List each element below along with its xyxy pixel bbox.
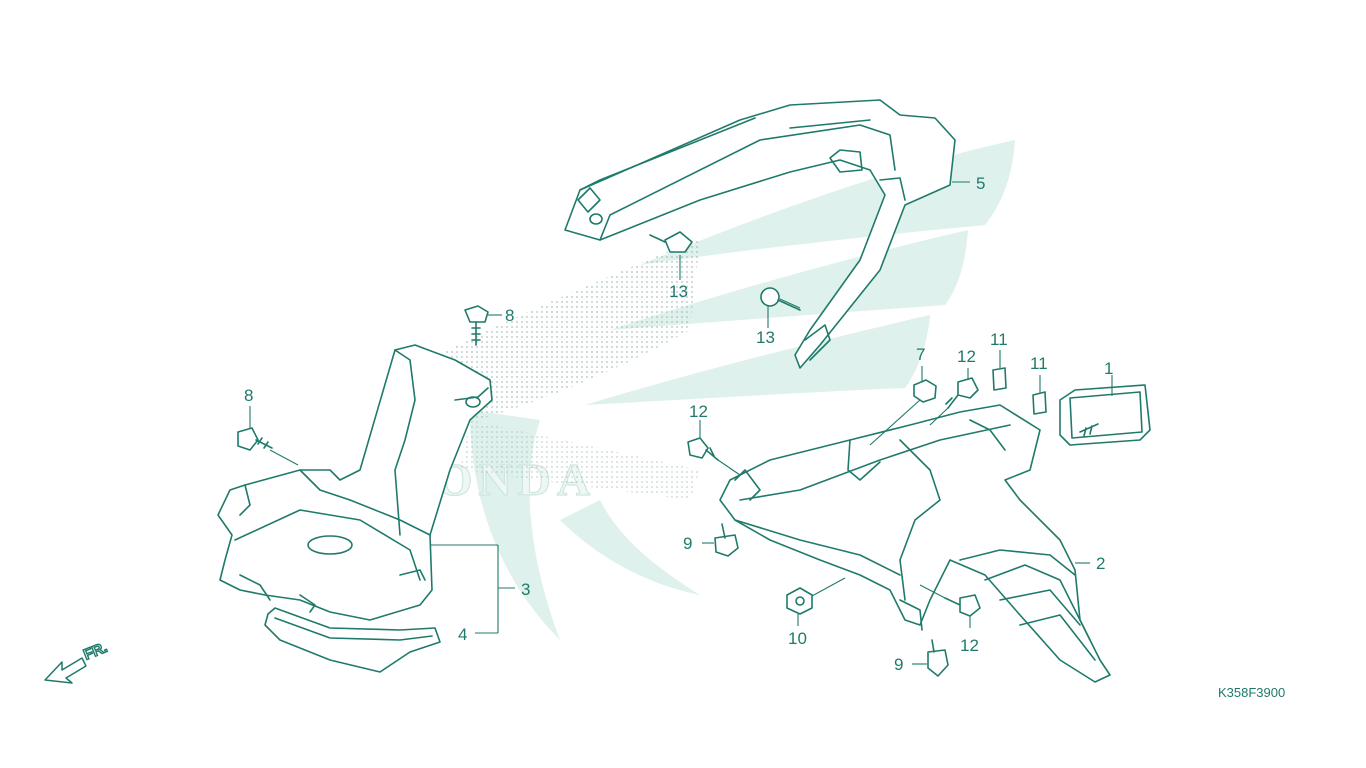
callout-13-upper: 13 bbox=[669, 282, 688, 301]
figure-code: K358F3900 bbox=[1218, 685, 1285, 700]
callout-12-upper: 12 bbox=[957, 347, 976, 366]
reflector-bolt bbox=[1079, 423, 1099, 437]
callout-labels: 1 2 3 4 5 7 8 8 9 9 10 11 11 12 12 12 13… bbox=[244, 174, 1113, 674]
part-3-inner-fender bbox=[217, 344, 493, 621]
callout-12-lower: 12 bbox=[960, 636, 979, 655]
callout-9-left: 9 bbox=[683, 534, 692, 553]
part-5-rear-cowl bbox=[564, 99, 956, 369]
callout-9-bottom: 9 bbox=[894, 655, 903, 674]
nut-10 bbox=[786, 587, 813, 615]
part-2-rear-fender bbox=[719, 404, 1111, 683]
bolt-12-upper bbox=[945, 377, 979, 409]
callout-4: 4 bbox=[458, 625, 467, 644]
callout-10: 10 bbox=[788, 629, 807, 648]
bolt-12-lower bbox=[944, 594, 981, 617]
callout-3: 3 bbox=[521, 580, 530, 599]
hardware bbox=[237, 231, 1099, 677]
clip-9-bottom bbox=[927, 639, 949, 677]
callout-2: 2 bbox=[1096, 554, 1105, 573]
callout-13-lower: 13 bbox=[756, 328, 775, 347]
bolt-12-left bbox=[687, 437, 719, 461]
screw-13-upper bbox=[649, 231, 693, 253]
leader-lines bbox=[249, 181, 1113, 665]
clip-11-left bbox=[992, 367, 1007, 391]
arrow-left-icon bbox=[44, 657, 87, 684]
screw-13-lower bbox=[760, 287, 801, 311]
bolt-8-left bbox=[237, 427, 273, 451]
callout-1: 1 bbox=[1104, 359, 1113, 378]
callout-11-right: 11 bbox=[1030, 354, 1048, 373]
callout-7: 7 bbox=[916, 345, 925, 364]
callout-8-upper: 8 bbox=[505, 306, 514, 325]
clip-11-right bbox=[1032, 391, 1047, 415]
part-1-reflector bbox=[1059, 384, 1151, 446]
part-4-strip bbox=[264, 607, 441, 673]
callout-11-left: 11 bbox=[990, 330, 1008, 349]
callout-5: 5 bbox=[976, 174, 985, 193]
bolt-8-upper bbox=[464, 305, 489, 346]
nut-7 bbox=[913, 379, 937, 403]
callout-12-left: 12 bbox=[689, 402, 708, 421]
front-direction-arrow: FR. bbox=[44, 638, 111, 684]
clip-9-left bbox=[714, 523, 739, 557]
direction-label: FR. bbox=[81, 639, 110, 664]
callout-8-left: 8 bbox=[244, 386, 253, 405]
